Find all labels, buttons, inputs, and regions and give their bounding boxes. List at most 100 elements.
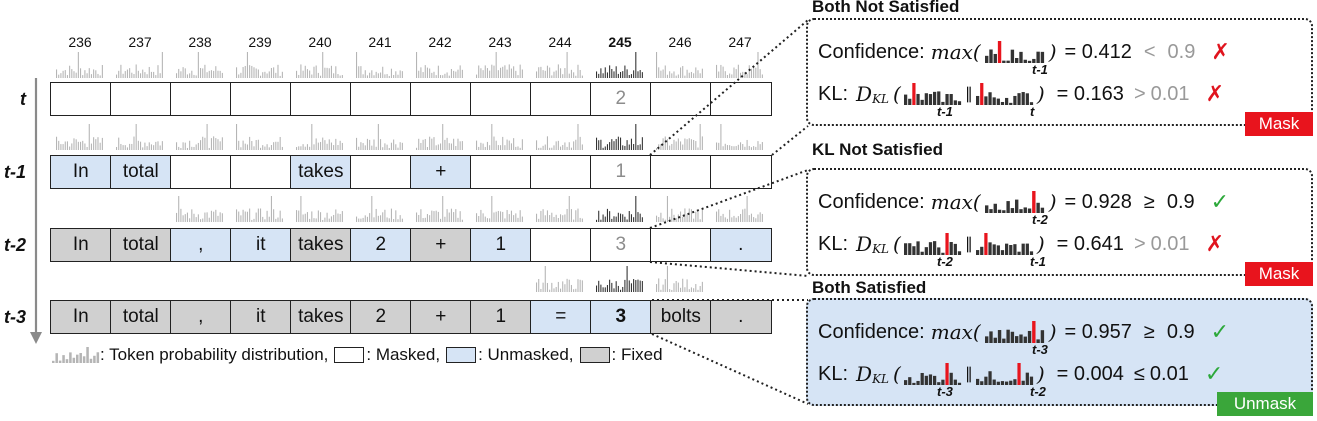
histogram-bar xyxy=(757,52,759,78)
histogram-bar xyxy=(262,72,264,78)
histogram-bar xyxy=(635,124,637,150)
histogram-bar xyxy=(442,196,444,222)
histogram-bar xyxy=(309,218,311,222)
histogram-bar xyxy=(733,146,735,150)
histogram-bar xyxy=(202,136,204,150)
histogram-bar xyxy=(482,70,484,78)
histogram-bar xyxy=(315,218,317,222)
histogram-bar xyxy=(486,141,488,150)
histogram-bar xyxy=(182,67,184,78)
histogram-bar xyxy=(240,215,242,222)
histogram-bar xyxy=(360,218,362,222)
histogram-bar xyxy=(637,145,639,150)
open-paren: ( xyxy=(893,82,901,106)
histogram-bar xyxy=(671,143,673,150)
histogram-bar xyxy=(656,215,658,222)
histogram-bar xyxy=(500,145,502,150)
histogram-bar xyxy=(540,147,542,150)
histogram-bar xyxy=(664,279,666,292)
histogram-bar xyxy=(326,67,328,78)
histogram-bar xyxy=(735,217,737,222)
histogram-bar xyxy=(298,210,300,222)
histogram-bar xyxy=(573,141,575,150)
histogram-bar xyxy=(97,137,99,150)
histogram-bar xyxy=(508,64,510,78)
histogram-bar xyxy=(602,73,604,78)
histogram-bar xyxy=(208,217,210,222)
mini-histogram-bar xyxy=(941,252,945,255)
confidence-line: Confidence:max()= 0.957≥0.9✓ xyxy=(818,318,1229,346)
histogram-bar xyxy=(380,215,382,222)
histogram-bar xyxy=(122,73,124,78)
histogram-bar xyxy=(266,210,268,222)
histogram-bar xyxy=(320,75,322,78)
histogram-bar xyxy=(617,212,619,222)
histogram-bar xyxy=(611,282,613,292)
histogram-bar xyxy=(726,74,728,78)
connector-line xyxy=(649,19,809,156)
token-distribution-histogram xyxy=(236,124,283,150)
histogram-bar xyxy=(388,75,390,78)
histogram-bar xyxy=(740,72,742,78)
histogram-bar xyxy=(249,136,251,150)
histogram-bar xyxy=(602,147,604,150)
position-index-label: 247 xyxy=(728,34,752,50)
histogram-bar xyxy=(538,218,540,222)
histogram-bar xyxy=(562,281,564,292)
histogram-bar xyxy=(669,145,671,150)
kl-second-distribution-icon xyxy=(975,83,1033,105)
histogram-bar xyxy=(557,281,559,292)
kl-first-step-subscript: t-3 xyxy=(937,384,953,399)
histogram-bar xyxy=(341,211,343,222)
check-icon: ✓ xyxy=(1210,319,1230,344)
histogram-bar xyxy=(95,139,97,150)
histogram-bar xyxy=(457,217,459,222)
histogram-bar xyxy=(435,145,437,150)
histogram-bar xyxy=(118,70,120,78)
histogram-bar xyxy=(69,146,71,150)
histogram-bar xyxy=(341,142,343,150)
mini-histogram-bar xyxy=(1019,334,1023,343)
position-index-label: 241 xyxy=(368,34,392,50)
histogram-bar xyxy=(300,64,302,78)
mini-histogram-bar xyxy=(936,247,941,255)
histogram-bar xyxy=(666,196,668,222)
histogram-bar xyxy=(562,215,564,222)
confidence-value: = 0.957 xyxy=(1064,320,1132,343)
token-distribution-histogram xyxy=(296,124,343,150)
histogram-bar xyxy=(88,124,90,150)
mini-histogram-bar xyxy=(1006,329,1010,343)
histogram-bar xyxy=(669,71,671,78)
histogram-bar xyxy=(517,146,519,150)
histogram-bar xyxy=(397,147,399,150)
histogram-bar xyxy=(422,139,424,150)
histogram-bar xyxy=(202,218,204,222)
histogram-bar xyxy=(193,146,195,150)
mini-histogram-bar xyxy=(76,354,79,363)
position-index-label: 242 xyxy=(428,34,452,50)
histogram-bar xyxy=(300,196,302,222)
histogram-bar xyxy=(266,73,268,78)
histogram-bar xyxy=(401,218,403,222)
token-cell-masked: 1 xyxy=(590,155,652,189)
histogram-bar xyxy=(126,69,128,78)
histogram-bar xyxy=(753,66,755,78)
panel-title: Both Not Satisfied xyxy=(812,0,960,16)
histogram-bar xyxy=(273,209,275,222)
confidence-label: Confidence: xyxy=(818,190,925,213)
histogram-bar xyxy=(740,213,742,222)
token-distribution-histogram xyxy=(116,124,163,150)
histogram-bar xyxy=(313,66,315,78)
histogram-bar xyxy=(611,68,613,78)
legend-distribution-icon xyxy=(52,347,100,363)
histogram-bar xyxy=(88,68,90,78)
histogram-bar xyxy=(596,71,598,78)
histogram-bar xyxy=(602,214,604,222)
histogram-bar xyxy=(77,141,79,150)
histogram-bar xyxy=(444,216,446,222)
mini-histogram-bar xyxy=(1029,102,1033,105)
histogram-bar xyxy=(255,140,257,150)
histogram-bar xyxy=(195,75,197,78)
token-cell-unmasked: it xyxy=(230,228,292,262)
histogram-bar xyxy=(666,139,668,150)
